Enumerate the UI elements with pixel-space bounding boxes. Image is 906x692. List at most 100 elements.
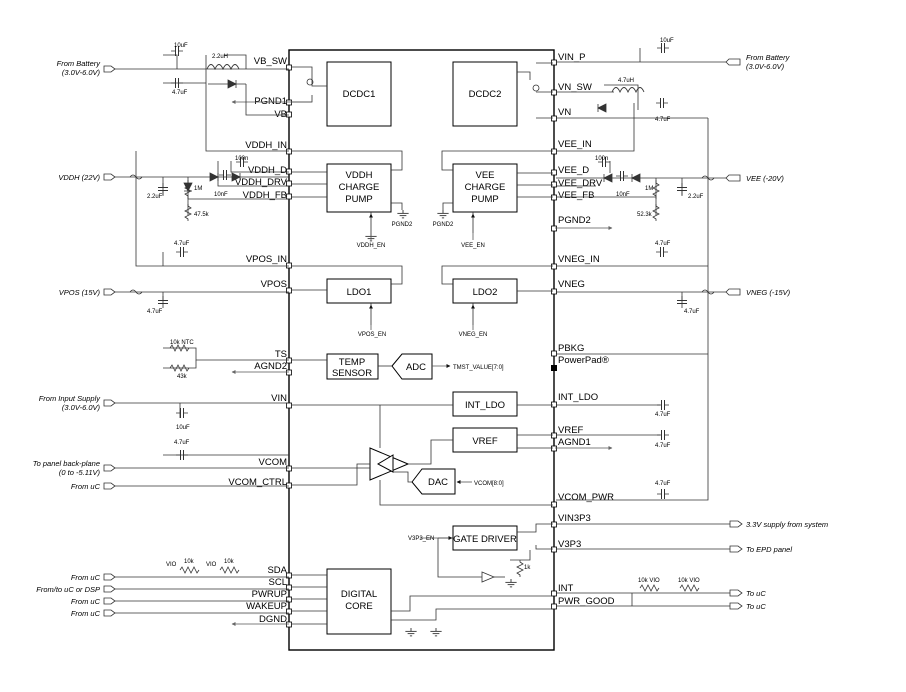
component-label: 10k [224, 559, 235, 565]
component-label: 1k [524, 565, 531, 571]
pin-vb: VB [274, 109, 287, 120]
battery-right-line2: (3.0V-6.0V) [746, 62, 785, 71]
int-ldo-block: INT_LDO [452, 391, 518, 417]
pin-vpos: VPOS [261, 279, 287, 290]
resistor-icon [184, 180, 192, 199]
diode-icon [603, 173, 613, 183]
resistor-icon [652, 180, 660, 199]
connector-icon [729, 589, 743, 597]
connector-icon [103, 65, 116, 73]
temp-sensor-line2: SENSOR [332, 368, 372, 379]
pin-vddh-drv: VDDH_DRV [235, 177, 288, 188]
component-label: 1M [194, 186, 202, 192]
component-label: 4.7uF [655, 241, 671, 247]
pin-agnd1: AGND1 [558, 437, 591, 448]
pin-vref: VREF [558, 425, 584, 436]
vee-pump-line1: VEE [475, 170, 494, 181]
connector-icon [729, 545, 743, 553]
vref-block: VREF [452, 427, 518, 453]
component-label: 2.2uF [688, 194, 704, 200]
tmst-label: TMST_VALUE[7:0] [453, 365, 504, 371]
vee-pump-line2: CHARGE [465, 182, 506, 193]
capacitor-icon [657, 399, 669, 411]
vee-output-label: VEE (-20V) [746, 174, 784, 183]
component-label: 100n [235, 156, 248, 162]
pin-ts: TS [275, 349, 287, 360]
signal-arrows [231, 100, 613, 626]
vddh-charge-pump-block: VDDH CHARGE PUMP [326, 163, 392, 213]
capacitor-icon [656, 97, 668, 109]
pin-vddh-in: VDDH_IN [245, 140, 287, 151]
panel-line2: (0 to -5.11V) [59, 468, 101, 477]
vcom-buffer [376, 454, 394, 473]
component-label: 2.2uH [212, 54, 228, 60]
component-label: 100n [595, 156, 608, 162]
external-labels-left: From Battery (3.0V-6.0V) VDDH (22V) VPOS… [33, 59, 102, 618]
chip-outline [288, 49, 555, 651]
pin-vin-p: VIN_P [558, 52, 585, 63]
connector-icon [103, 597, 116, 605]
pin-vin3p3: VIN3P3 [558, 513, 591, 524]
pin-int-ldo: INT_LDO [558, 392, 598, 403]
connector-icon [725, 58, 741, 66]
pin-vcom: VCOM [259, 457, 288, 468]
vddh-pump-line3: PUMP [345, 194, 372, 205]
capacitor-icon [656, 246, 668, 258]
connector-icon [103, 399, 116, 407]
dac-block: DAC [411, 468, 456, 495]
component-label: 4.7uF [655, 412, 671, 418]
component-label: 43k [177, 374, 188, 380]
from-uc-dsp-label: From/to uC or DSP [36, 585, 100, 594]
dcdc1-label: DCDC1 [343, 89, 376, 100]
resistor-icon [169, 364, 190, 372]
connector-icon [103, 464, 116, 472]
to-uc-pg-label: To uC [746, 602, 766, 611]
temp-sensor-line1: TEMP [339, 357, 365, 368]
pin-sda: SDA [267, 565, 287, 576]
connector-icon [103, 482, 116, 490]
battery-left-line2: (3.0V-6.0V) [62, 68, 101, 77]
connector-icon [729, 602, 743, 610]
left-pins: VB_SW PGND1 VB VDDH_IN VDDH_D VDDH_DRV V… [228, 56, 292, 628]
vee-charge-pump-block: VEE CHARGE PUMP [452, 163, 518, 213]
from-uc-vcom-label: From uC [71, 482, 101, 491]
pin-vpos-in: VPOS_IN [246, 254, 287, 265]
component-label: 2.2uF [147, 194, 163, 200]
gate-inverter [481, 571, 496, 583]
pgnd2-label-b: PGND2 [433, 222, 454, 228]
v3p3-en-label: V3P3_EN [408, 536, 434, 542]
input-supply-line2: (3.0V-6.0V) [62, 403, 101, 412]
adc-label: ADC [406, 362, 426, 373]
inductor-icon [206, 64, 240, 71]
pgnd2-label-a: PGND2 [392, 222, 413, 228]
pin-vcom-ctrl: VCOM_CTRL [228, 477, 287, 488]
pin-v3p3: V3P3 [558, 539, 581, 550]
resistor-icon [652, 204, 660, 221]
dcdc2-label: DCDC2 [469, 89, 502, 100]
pin-dgnd: DGND [259, 614, 287, 625]
component-label: 10uF [174, 43, 188, 49]
right-pins: VIN_P VN_SW VN VEE_IN VEE_D VEE_DRV VEE_… [551, 52, 615, 610]
capacitor-icon [176, 246, 188, 258]
component-label: 10uF [660, 38, 674, 44]
connectors [103, 58, 743, 617]
ground-icon [397, 210, 409, 219]
pin-int: INT [558, 583, 574, 594]
diodes [183, 79, 641, 192]
pin-pwr-good: PWR_GOOD [558, 596, 615, 607]
resistors [169, 180, 700, 592]
from-uc-wakeup-label: From uC [71, 609, 101, 618]
vneg-output-label: VNEG (-15V) [746, 288, 791, 297]
resistor-icon [184, 204, 192, 221]
digital-core-line2: CORE [345, 601, 372, 612]
resistor-icon [219, 566, 240, 574]
digital-core-block: DIGITAL CORE [326, 568, 392, 635]
vpos-output-label: VPOS (15V) [59, 288, 101, 297]
input-supply-line1: From Input Supply [39, 394, 102, 403]
vcom-bus-label: VCOM[8:0] [474, 481, 504, 487]
connector-icon [725, 288, 741, 296]
pin-vee-fb: VEE_FB [558, 190, 594, 201]
component-label: 10k NTC [170, 340, 194, 346]
component-label: 47.5k [194, 212, 210, 218]
component-label: 10k VIO [638, 578, 660, 584]
